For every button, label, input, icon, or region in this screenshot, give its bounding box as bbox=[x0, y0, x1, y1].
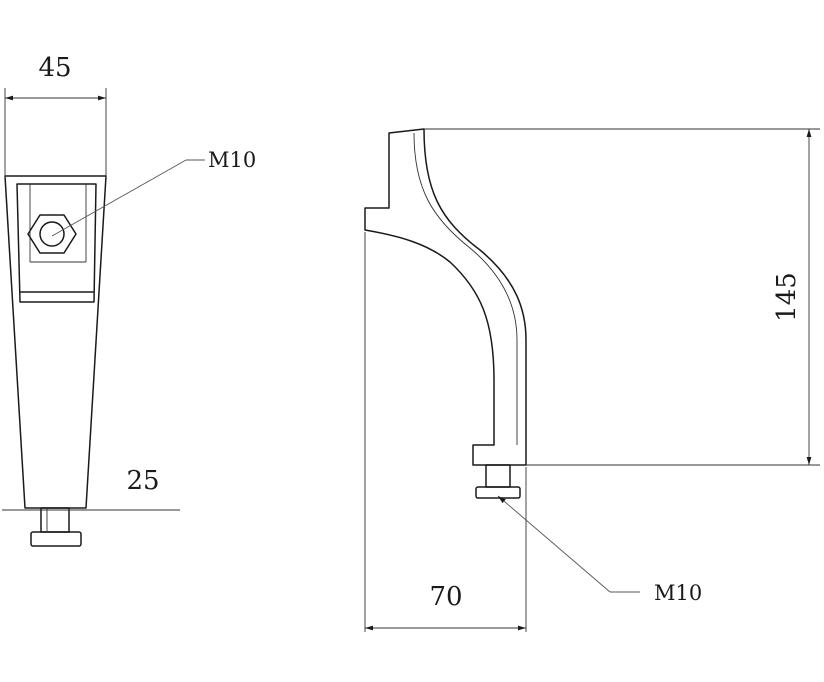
front-clamp-plate bbox=[16, 183, 97, 303]
front-bottom-dimension: 25 bbox=[2, 466, 180, 511]
side-view bbox=[364, 128, 527, 499]
front-nut-bore bbox=[39, 221, 65, 247]
side-height-value: 145 bbox=[772, 272, 802, 322]
front-bolt-shank bbox=[40, 507, 70, 533]
side-thread-label: M10 bbox=[654, 581, 702, 605]
side-arm-outline bbox=[364, 128, 527, 466]
side-thread-callout: M10 bbox=[497, 495, 702, 605]
front-thread-callout: M10 bbox=[51, 148, 256, 237]
front-body-outline bbox=[4, 175, 107, 509]
front-width-value: 45 bbox=[38, 53, 71, 83]
front-view bbox=[4, 175, 107, 547]
side-arm-inner-curve bbox=[413, 132, 518, 445]
front-bolt-head bbox=[30, 531, 82, 547]
side-width-value: 70 bbox=[429, 582, 462, 612]
side-height-dimension: 145 bbox=[424, 128, 820, 466]
front-thread-label: M10 bbox=[208, 148, 256, 172]
front-hex-nut bbox=[27, 214, 77, 254]
side-bolt-shank bbox=[485, 464, 511, 488]
side-width-dimension: 70 bbox=[364, 232, 527, 632]
front-width-dimension: 45 bbox=[4, 53, 107, 178]
front-bottom-value: 25 bbox=[126, 466, 159, 496]
